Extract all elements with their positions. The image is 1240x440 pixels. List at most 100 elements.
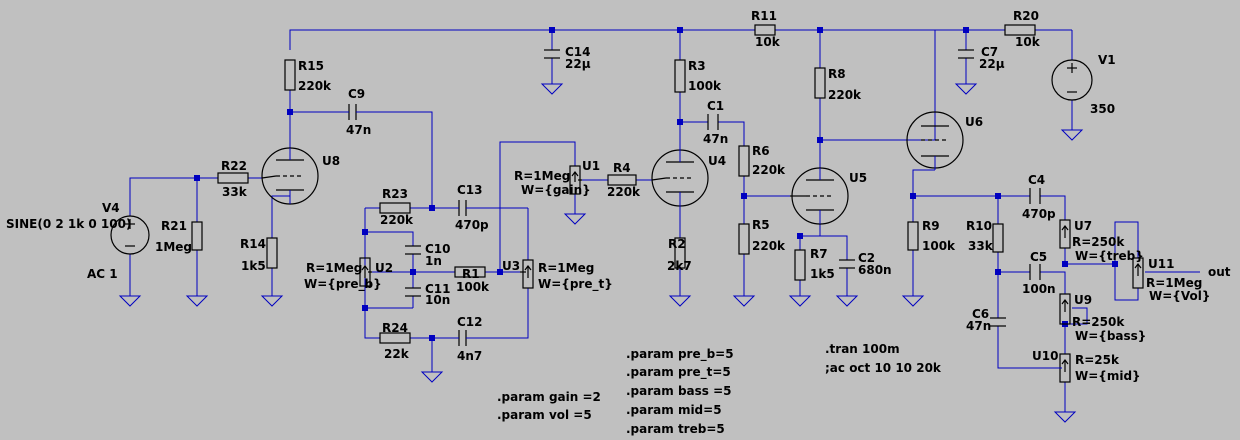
capacitors[interactable] bbox=[345, 49, 1041, 346]
label-c4-ref: C4 bbox=[1028, 173, 1045, 187]
label-u1-w: W={gain} bbox=[521, 183, 591, 197]
ground-icon bbox=[118, 295, 142, 307]
label-c7-ref: C7 bbox=[981, 45, 998, 59]
component-labels: R15 220k C9 47n R22 33k U8 V4 SINE(0 2 1… bbox=[6, 9, 1231, 383]
label-r24-ref: R24 bbox=[382, 321, 408, 335]
capacitor-c7 bbox=[958, 49, 974, 59]
resistor-r14 bbox=[266, 237, 278, 269]
label-r22-value: 33k bbox=[222, 185, 248, 199]
label-r9-ref: R9 bbox=[922, 219, 940, 233]
spice-directives[interactable]: .param gain =2 .param vol =5 .param pre_… bbox=[497, 342, 942, 436]
label-r15-ref: R15 bbox=[298, 59, 324, 73]
label-r6-ref: R6 bbox=[752, 144, 770, 158]
pot-u2 bbox=[359, 257, 372, 287]
label-u2-r: R=1Meg bbox=[306, 261, 362, 275]
ground-icon bbox=[835, 295, 859, 307]
label-v1-value: 350 bbox=[1090, 102, 1115, 116]
capacitor-c4 bbox=[1029, 188, 1041, 204]
label-c9-value: 47n bbox=[346, 123, 371, 137]
vacuum-tubes[interactable] bbox=[261, 111, 964, 225]
triode-u5 bbox=[790, 167, 849, 225]
label-u11-w: W={Vol} bbox=[1149, 289, 1210, 303]
voltage-source-v4 bbox=[110, 215, 150, 255]
label-u7-r: R=250k bbox=[1072, 235, 1125, 249]
ground-icon bbox=[260, 295, 284, 307]
ground-icon bbox=[954, 83, 978, 95]
label-c5-ref: C5 bbox=[1030, 250, 1047, 264]
resistor-r2 bbox=[674, 237, 686, 269]
label-u10-w: W={mid} bbox=[1075, 369, 1141, 383]
triode-u4 bbox=[651, 148, 709, 208]
resistor-r20 bbox=[1004, 24, 1036, 36]
capacitor-c5 bbox=[1029, 264, 1041, 280]
label-u7-w: W={treb} bbox=[1075, 249, 1144, 263]
label-c5-value: 100n bbox=[1022, 282, 1056, 296]
junction-dots bbox=[194, 27, 1118, 341]
label-c12-ref: C12 bbox=[457, 315, 483, 329]
capacitor-c13 bbox=[455, 200, 470, 216]
label-r23-value: 220k bbox=[380, 213, 414, 227]
resistor-r8 bbox=[814, 67, 826, 99]
potentiometers[interactable] bbox=[359, 165, 1144, 383]
label-u2-w: W={pre_b} bbox=[304, 277, 382, 292]
label-r11-value: 10k bbox=[755, 35, 781, 49]
label-v4-ref: V4 bbox=[102, 201, 120, 215]
label-u3-ref: U3 bbox=[502, 259, 520, 273]
label-c2-ref: C2 bbox=[858, 251, 875, 265]
resistor-r10 bbox=[992, 223, 1004, 253]
label-c10-value: 1n bbox=[425, 254, 442, 268]
label-u1-ref: U1 bbox=[582, 159, 600, 173]
label-v4-ac: AC 1 bbox=[87, 267, 118, 281]
resistor-r22 bbox=[217, 172, 249, 184]
label-r14-value: 1k5 bbox=[241, 259, 266, 273]
label-r8-value: 220k bbox=[828, 88, 862, 102]
capacitor-c9 bbox=[345, 104, 360, 120]
label-u10-r: R=25k bbox=[1075, 353, 1120, 367]
capacitor-c14 bbox=[544, 49, 560, 59]
label-r9-value: 100k bbox=[922, 239, 956, 253]
label-c1-ref: C1 bbox=[707, 99, 724, 113]
label-c1-value: 47n bbox=[703, 132, 728, 146]
label-c11-value: 10n bbox=[425, 293, 450, 307]
resistor-r15 bbox=[284, 59, 296, 91]
resistor-r5 bbox=[738, 223, 750, 255]
label-r1-value: 100k bbox=[456, 280, 490, 294]
triode-u6 bbox=[906, 111, 964, 170]
label-r4-value: 220k bbox=[607, 185, 641, 199]
sources[interactable] bbox=[110, 59, 1093, 255]
capacitor-c1 bbox=[707, 114, 719, 130]
label-u9-r: R=250k bbox=[1072, 315, 1125, 329]
label-u7-ref: U7 bbox=[1074, 219, 1092, 233]
label-r5-value: 220k bbox=[752, 239, 786, 253]
resistor-r1 bbox=[454, 266, 486, 278]
label-r2-value: 2k7 bbox=[667, 259, 692, 273]
directive-gain: .param gain =2 bbox=[497, 390, 601, 404]
label-c13-value: 470p bbox=[455, 218, 489, 232]
resistor-r23 bbox=[379, 202, 411, 214]
resistor-r7 bbox=[794, 249, 806, 281]
label-c14-ref: C14 bbox=[565, 45, 591, 59]
label-c2-value: 680n bbox=[858, 263, 892, 277]
ground-symbols bbox=[118, 83, 1084, 423]
label-u11-r: R=1Meg bbox=[1146, 276, 1202, 290]
capacitor-c12 bbox=[455, 330, 470, 346]
ground-icon bbox=[1053, 411, 1077, 423]
resistor-r4 bbox=[607, 174, 637, 186]
ground-icon bbox=[668, 295, 692, 307]
capacitor-c11 bbox=[405, 287, 421, 297]
label-u2-ref: U2 bbox=[375, 261, 393, 275]
voltage-source-v1 bbox=[1051, 59, 1093, 101]
label-r10-value: 33k bbox=[968, 239, 994, 253]
label-r14-ref: R14 bbox=[240, 237, 266, 251]
resistor-r6 bbox=[738, 145, 750, 177]
label-u11-ref: U11 bbox=[1148, 257, 1174, 271]
resistors[interactable] bbox=[191, 24, 1036, 344]
capacitor-c6 bbox=[990, 317, 1006, 327]
label-c10-ref: C10 bbox=[425, 242, 451, 256]
ground-icon bbox=[1060, 129, 1084, 141]
resistor-r21 bbox=[191, 221, 203, 251]
ground-icon bbox=[901, 295, 925, 307]
label-v1-ref: V1 bbox=[1098, 53, 1116, 67]
label-r6-value: 220k bbox=[752, 163, 786, 177]
